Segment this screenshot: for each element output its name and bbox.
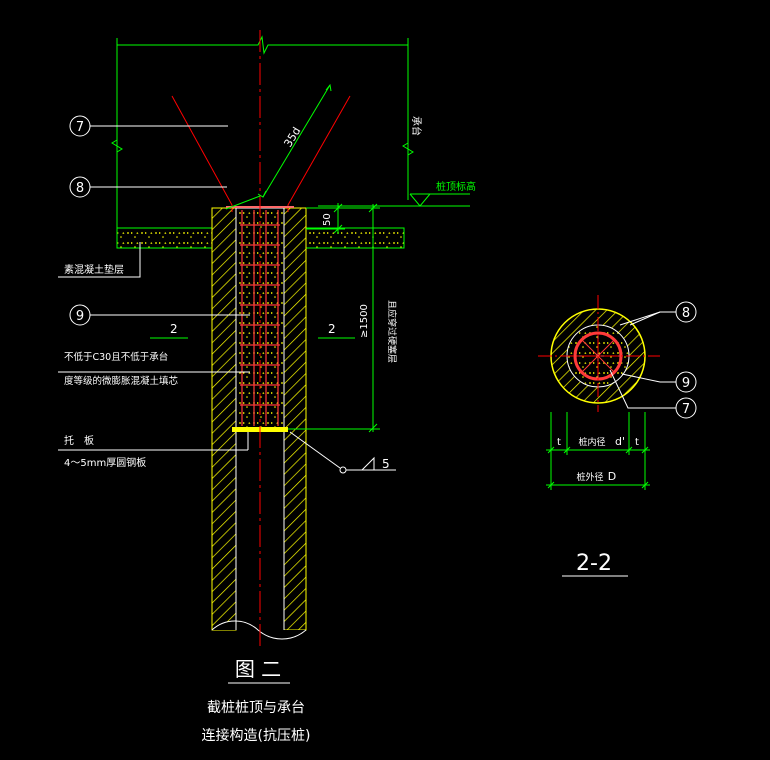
- figure-caption-1: 截桩桩顶与承台: [207, 699, 305, 716]
- section-callout-9-number: 9: [682, 376, 690, 391]
- pile-wall-left: [211, 207, 237, 631]
- concrete-note-1: 不低于C30且不低于承台: [64, 351, 168, 363]
- cushion-slab-left: [116, 227, 213, 249]
- callout-8: 8: [69, 176, 227, 198]
- elevation-marker: [318, 193, 470, 207]
- callout-7-number: 7: [76, 120, 84, 135]
- dim-t-left: t: [557, 437, 561, 448]
- section-callout-7: 7: [675, 397, 697, 419]
- anchor-bars: [171, 95, 351, 212]
- section-callout-8: 8: [675, 301, 697, 323]
- cushion-leader: [58, 242, 141, 278]
- dim-inner-diameter-symbol: d': [615, 435, 625, 448]
- callout-9-number: 9: [76, 309, 84, 324]
- weld-symbol: [289, 431, 396, 474]
- plate-spec: 4～5mm厚圆钢板: [64, 456, 146, 469]
- cushion-label: 素混凝土垫层: [64, 263, 124, 276]
- dim-50-label: 50: [322, 213, 333, 226]
- anchor-length-dim: [225, 83, 332, 210]
- section-view: [538, 295, 676, 490]
- dim-outer-diameter: 桩外径: [576, 471, 603, 483]
- cap-label: 承台: [410, 116, 423, 136]
- cushion-slab-right: [305, 227, 405, 249]
- weld-size: 5: [382, 457, 390, 471]
- section-callout-9: 9: [675, 371, 697, 393]
- pile-wall-right: [283, 207, 307, 631]
- callout-7: 7: [69, 115, 228, 137]
- concrete-note-2: 度等级的微膨胀混凝土填芯: [64, 375, 179, 387]
- section-callout-7-number: 7: [682, 402, 690, 417]
- dim-50: [306, 203, 380, 234]
- section-title: 2-2: [576, 551, 612, 576]
- dim-outer-diameter-symbol: D: [608, 470, 616, 483]
- callout-8-number: 8: [76, 181, 84, 196]
- figure-caption-2: 连接构造(抗压桩): [202, 727, 311, 744]
- figure-number: 图 二: [235, 657, 281, 681]
- insert-depth-note: 且应穿过硬塞层: [386, 300, 398, 363]
- dim-inner-diameter: 桩内径: [578, 436, 605, 448]
- top-break-line: [111, 35, 414, 230]
- section-callout-8-number: 8: [682, 306, 690, 321]
- plate-title: 托 板: [64, 434, 94, 447]
- section-mark-right: 2: [328, 322, 336, 336]
- dim-t-right: t: [635, 437, 639, 448]
- pile-top-elevation-label: 桩顶标高: [436, 180, 476, 193]
- anchor-length-label: 35d: [281, 125, 303, 150]
- dim-1500-label: ≥1500: [359, 304, 370, 338]
- dim-1500: [288, 203, 380, 433]
- callout-9: 9: [69, 304, 250, 326]
- section-mark-left: 2: [170, 322, 178, 336]
